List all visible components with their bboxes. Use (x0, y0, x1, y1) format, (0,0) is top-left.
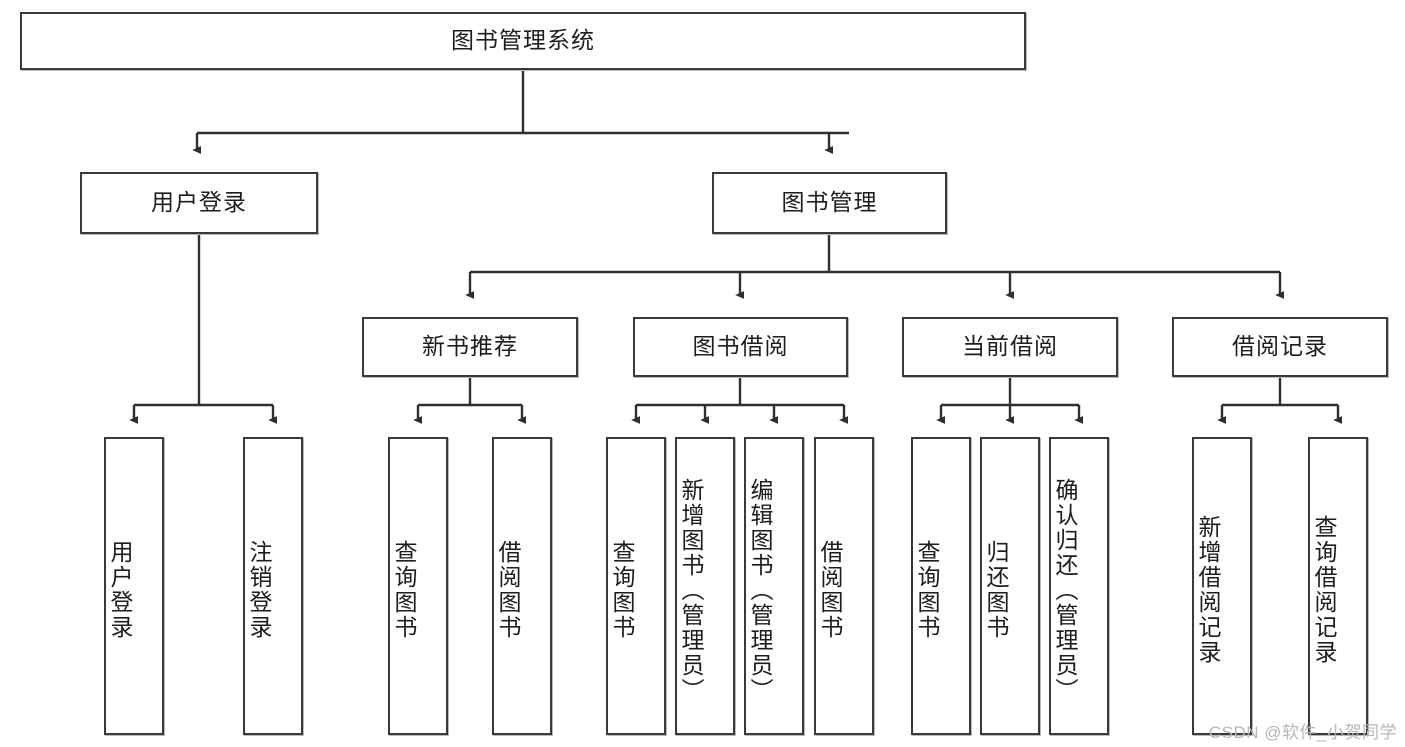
node-leaf-query-record[interactable]: 查询借阅记录 (1308, 437, 1368, 735)
node-leaf-confirm-return[interactable]: 确认归还（管理员） (1049, 437, 1109, 735)
node-root-system-label: 图书管理系统 (451, 27, 595, 54)
node-book-borrow[interactable]: 图书借阅 (633, 317, 848, 377)
node-leaf-query-book-3[interactable]: 查询图书 (911, 437, 971, 735)
node-current-borrow[interactable]: 当前借阅 (902, 317, 1118, 377)
node-leaf-return-book-label: 归还图书 (983, 540, 1010, 640)
node-borrow-record[interactable]: 借阅记录 (1172, 317, 1388, 377)
node-leaf-confirm-return-label: 确认归还（管理员） (1052, 477, 1079, 703)
node-leaf-query-book-3-label: 查询图书 (914, 540, 941, 640)
node-leaf-add-record[interactable]: 新增借阅记录 (1192, 437, 1252, 735)
node-root-system[interactable]: 图书管理系统 (20, 12, 1026, 70)
node-leaf-query-record-label: 查询借阅记录 (1311, 515, 1338, 665)
node-leaf-borrow-book-2-label: 借阅图书 (817, 540, 844, 640)
node-borrow-record-label: 借阅记录 (1232, 333, 1328, 360)
node-leaf-add-record-label: 新增借阅记录 (1195, 515, 1222, 665)
node-leaf-add-book-label: 新增图书（管理员） (678, 477, 705, 703)
node-leaf-logout-login-label: 注销登录 (246, 540, 273, 640)
node-leaf-logout-login[interactable]: 注销登录 (243, 437, 303, 735)
node-leaf-query-book-2[interactable]: 查询图书 (606, 437, 666, 735)
node-new-book-recommend[interactable]: 新书推荐 (362, 317, 578, 377)
node-leaf-edit-book[interactable]: 编辑图书（管理员） (744, 437, 804, 735)
node-leaf-return-book[interactable]: 归还图书 (980, 437, 1040, 735)
node-user-login[interactable]: 用户登录 (80, 172, 318, 234)
node-leaf-query-book-2-label: 查询图书 (609, 540, 636, 640)
node-book-manage[interactable]: 图书管理 (712, 172, 947, 234)
node-leaf-query-book-1[interactable]: 查询图书 (388, 437, 448, 735)
node-book-manage-label: 图书管理 (781, 189, 878, 216)
node-leaf-user-login[interactable]: 用户登录 (104, 437, 164, 735)
node-leaf-borrow-book-1-label: 借阅图书 (495, 540, 522, 640)
csdn-watermark: CSDN @软件_小贺同学 (1208, 723, 1397, 742)
node-leaf-query-book-1-label: 查询图书 (391, 540, 418, 640)
node-leaf-edit-book-label: 编辑图书（管理员） (747, 477, 774, 703)
node-current-borrow-label: 当前借阅 (962, 333, 1058, 360)
node-book-borrow-label: 图书借阅 (692, 333, 789, 360)
node-new-book-recommend-label: 新书推荐 (422, 333, 518, 360)
node-leaf-borrow-book-1[interactable]: 借阅图书 (492, 437, 552, 735)
node-leaf-borrow-book-2[interactable]: 借阅图书 (814, 437, 874, 735)
node-leaf-add-book[interactable]: 新增图书（管理员） (675, 437, 735, 735)
node-leaf-user-login-label: 用户登录 (107, 540, 134, 640)
node-user-login-label: 用户登录 (151, 189, 247, 216)
